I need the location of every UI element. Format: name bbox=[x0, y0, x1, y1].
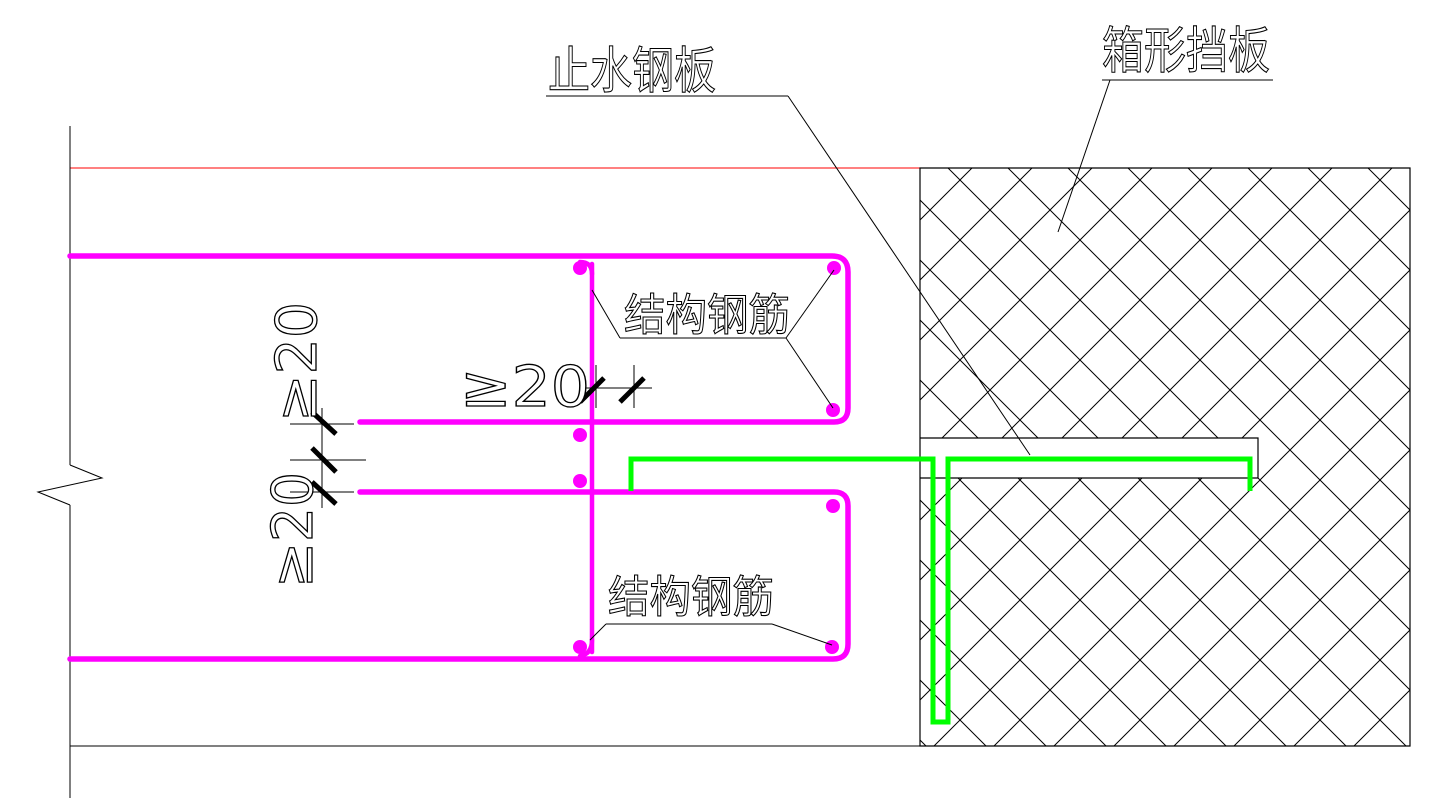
dim-tick bbox=[310, 410, 338, 436]
annotation-labels: 止水钢板 箱形挡板 结构钢筋 结构钢筋 ≥20 ≥20 ≥20 bbox=[260, 21, 1270, 623]
concrete-slab bbox=[36, 126, 920, 798]
box-baffle-label: 箱形挡板 bbox=[1102, 22, 1270, 80]
rebar-lower-leader bbox=[771, 623, 833, 646]
rebar-lower-label: 结构钢筋 bbox=[608, 572, 774, 623]
rebar-dot bbox=[573, 261, 587, 275]
rebar-dot bbox=[826, 499, 840, 513]
dim-tick bbox=[310, 480, 338, 506]
dim-tick-right bbox=[618, 376, 646, 404]
rebar-lower-leader bbox=[589, 623, 607, 641]
rebar-upper-leader bbox=[785, 337, 834, 409]
box-baffle bbox=[919, 167, 1411, 747]
rebar-upper-leader bbox=[785, 269, 835, 339]
rebar-dot bbox=[827, 261, 841, 275]
dim-tick bbox=[310, 446, 338, 474]
rebar-upper-label: 结构钢筋 bbox=[624, 290, 790, 341]
rebar-dot bbox=[826, 403, 840, 417]
break-symbol bbox=[36, 464, 104, 506]
leader-lines bbox=[546, 79, 1273, 646]
rebar-dot bbox=[573, 640, 587, 654]
rebar-dot bbox=[573, 428, 587, 442]
structural-rebar bbox=[67, 253, 851, 662]
rebar-dot bbox=[573, 474, 587, 488]
rebar-upper-leader bbox=[591, 289, 621, 339]
rebar-dot bbox=[825, 640, 839, 654]
rebar-stirrup-hook-bottom bbox=[577, 637, 595, 659]
dim-label-horizontal: ≥20 bbox=[460, 355, 590, 420]
waterstop-leader bbox=[787, 95, 1031, 456]
box-baffle-leader bbox=[1057, 79, 1111, 233]
waterstop-plate-label: 止水钢板 bbox=[548, 42, 716, 100]
waterstop-plate bbox=[628, 456, 1253, 725]
dim-tick-left bbox=[578, 376, 606, 404]
dim-label-vertical-a: ≥20 bbox=[265, 302, 330, 422]
waterstop-left-arm bbox=[628, 456, 1253, 725]
rebar-bottom-bar bbox=[67, 489, 851, 662]
rebar-top-bar bbox=[67, 253, 851, 425]
dimension-marks bbox=[290, 365, 652, 508]
dim-label-vertical-b: ≥20 bbox=[261, 472, 326, 588]
